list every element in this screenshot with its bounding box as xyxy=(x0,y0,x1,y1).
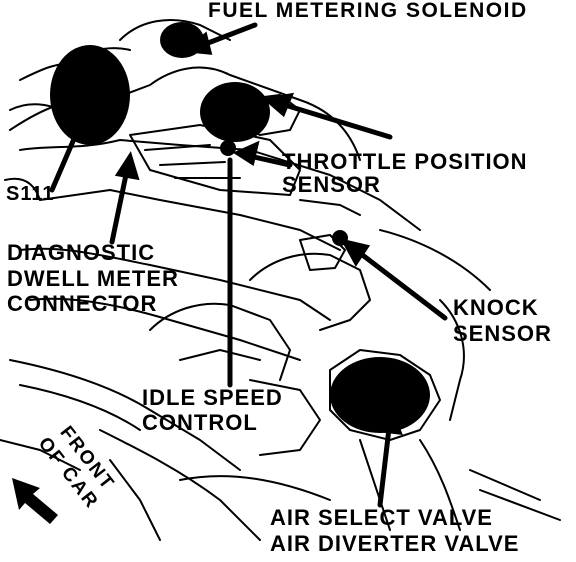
label-line: SENSOR xyxy=(453,321,552,347)
label-line: SENSOR xyxy=(282,172,381,198)
label-idle-speed-control: IDLE SPEED CONTROL xyxy=(142,385,283,436)
label-s111: S111 xyxy=(6,183,55,205)
label-line: DIAGNOSTIC xyxy=(7,240,156,265)
label-line: CONTROL xyxy=(142,410,258,436)
label-throttle-position-sensor: THROTTLE POSITION SENSOR xyxy=(282,150,528,196)
label-line: AIR DIVERTER VALVE xyxy=(270,531,520,557)
label-line: IDLE SPEED xyxy=(142,385,283,410)
label-diagnostic-dwell-meter-connector: DIAGNOSTIC DWELL METER CONNECTOR xyxy=(7,240,179,317)
label-line: KNOCK xyxy=(453,295,539,320)
arrow-down-left-icon xyxy=(12,478,58,524)
label-knock-sensor: KNOCK SENSOR xyxy=(453,295,552,348)
label-fuel-metering-solenoid: FUEL METERING SOLENOID xyxy=(208,0,528,22)
label-line: THROTTLE POSITION xyxy=(282,149,528,174)
label-line: CONNECTOR xyxy=(7,291,158,317)
label-air-valves: AIR SELECT VALVE AIR DIVERTER VALVE xyxy=(270,505,519,558)
label-line: AIR SELECT VALVE xyxy=(270,505,493,530)
label-line: DWELL METER xyxy=(7,265,179,291)
